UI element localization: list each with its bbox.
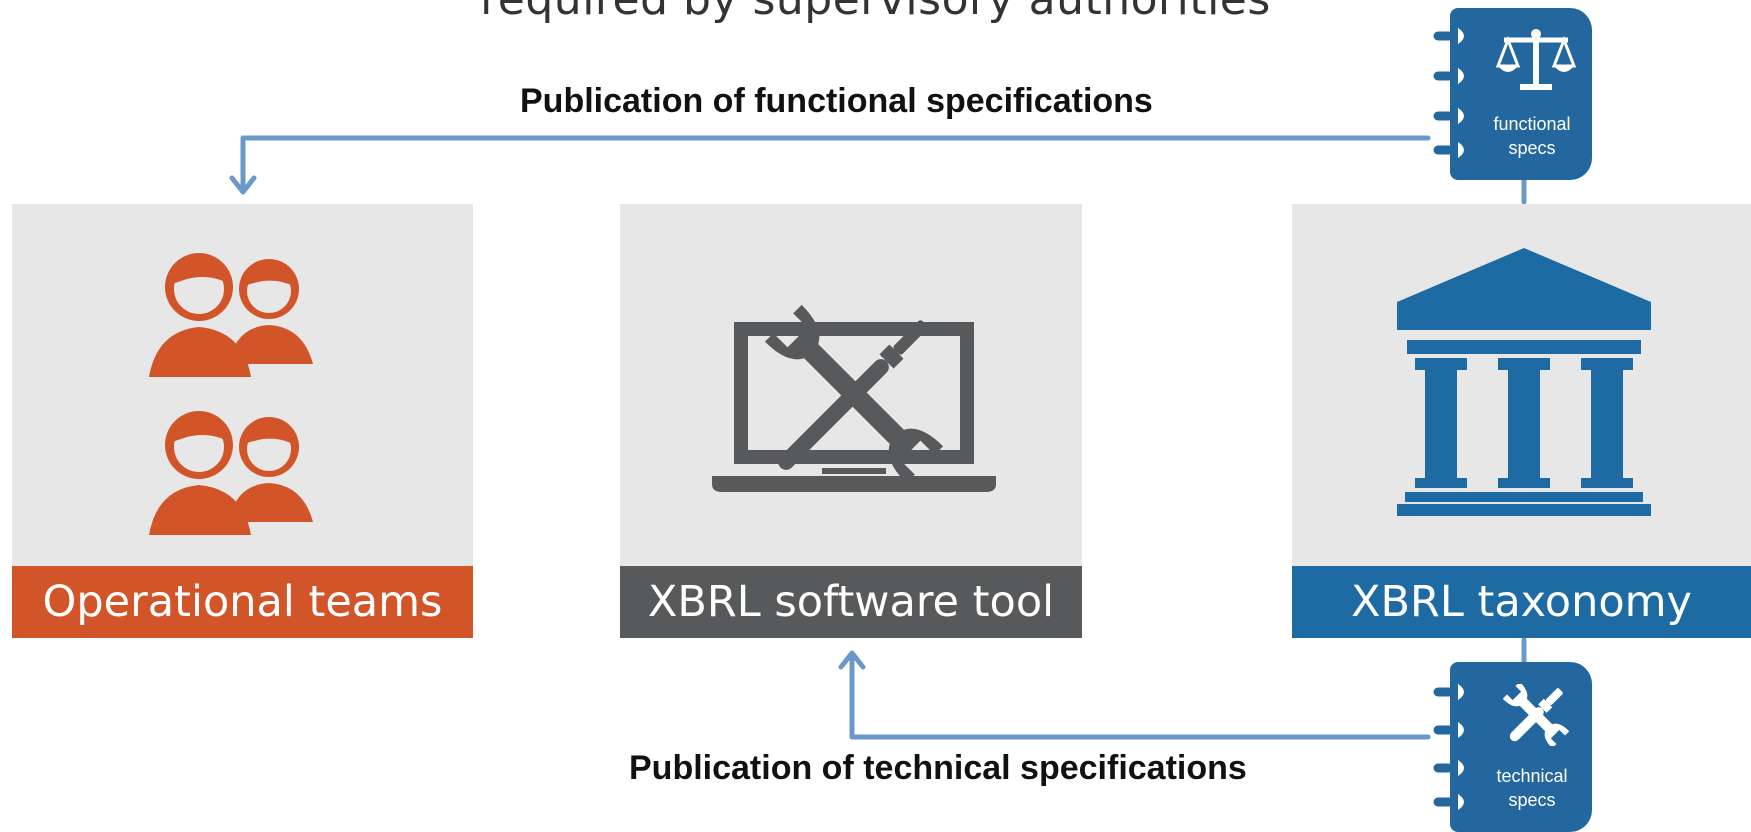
functional-specs-line2: specs	[1508, 138, 1556, 158]
institution-icon	[1397, 248, 1651, 516]
technical-specs-text: technical specs	[1470, 764, 1594, 812]
functional-spec-label: Publication of functional specifications	[520, 82, 1153, 120]
laptop-tools-icon	[712, 304, 996, 492]
page-title: required by supervisory authorities	[0, 0, 1751, 25]
book-rings-icon	[1433, 28, 1465, 158]
functional-specs-text: functional specs	[1470, 112, 1594, 160]
technical-arrowhead	[838, 650, 866, 670]
technical-spec-arrow	[849, 651, 1431, 740]
functional-arrowhead	[229, 175, 257, 195]
book-cover	[1450, 8, 1592, 180]
operational-teams-card: Operational teams	[12, 204, 473, 638]
technical-spec-label: Publication of technical specifications	[629, 749, 1247, 787]
xbrl-software-tool-banner: XBRL software tool	[620, 566, 1082, 638]
technical-specs-line2: specs	[1508, 790, 1556, 810]
technical-specs-book: technical specs	[1430, 662, 1592, 832]
functional-specs-line1: functional	[1493, 114, 1571, 134]
xbrl-taxonomy-banner: XBRL taxonomy	[1292, 566, 1751, 638]
technical-specs-line1: technical	[1496, 766, 1568, 786]
xbrl-taxonomy-label: XBRL taxonomy	[1351, 577, 1692, 627]
xbrl-taxonomy-card: XBRL taxonomy	[1292, 204, 1751, 638]
book-rings-icon	[1433, 684, 1465, 810]
xbrl-software-tool-label: XBRL software tool	[647, 577, 1055, 627]
wrench-screwdriver-icon	[1502, 684, 1570, 746]
scales-icon	[1496, 29, 1576, 90]
users-icon	[149, 253, 313, 535]
functional-spec-arrow	[240, 135, 1431, 193]
operational-teams-label: Operational teams	[42, 577, 443, 627]
xbrl-software-tool-card: XBRL software tool	[620, 204, 1082, 638]
functional-specs-book: functional specs	[1430, 8, 1592, 180]
operational-teams-banner: Operational teams	[12, 566, 473, 638]
